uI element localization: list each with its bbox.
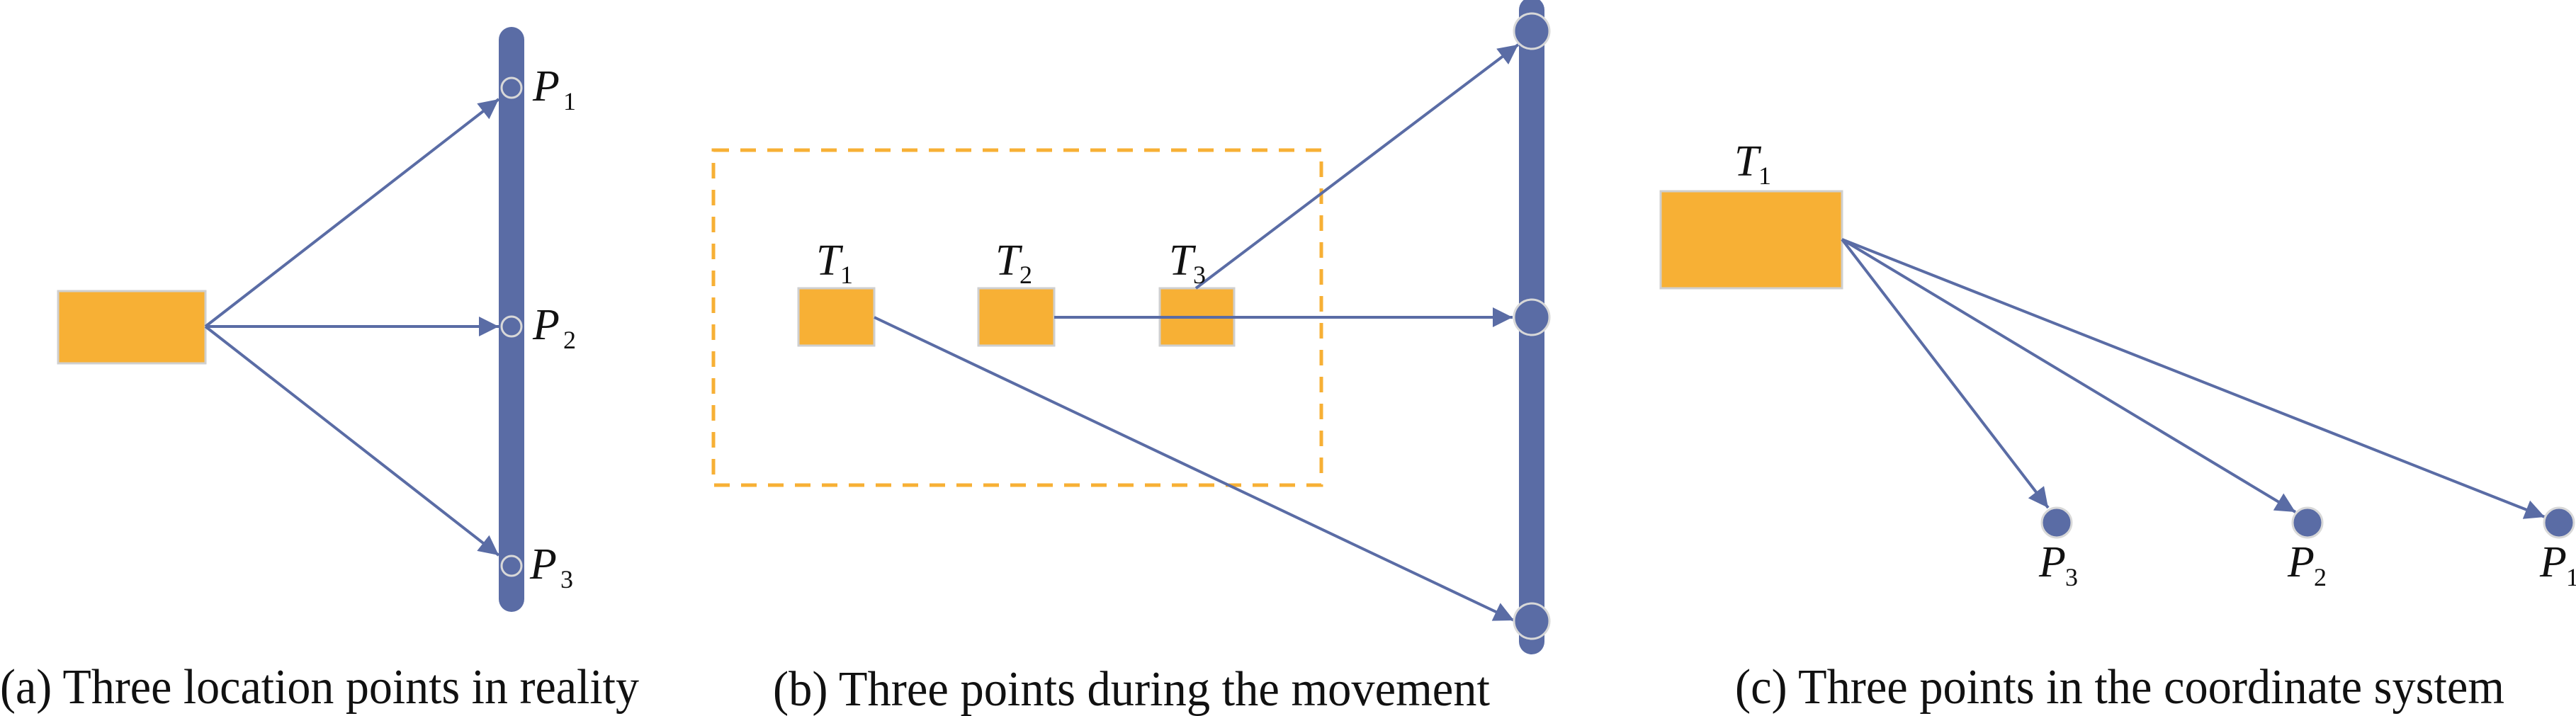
panel-b: T 1 T 2 T 3 (b) Three points during the … [711, 0, 1551, 716]
label-p3: P [2038, 538, 2066, 586]
label-p3: P [529, 540, 557, 589]
label-t1: T [1734, 137, 1762, 186]
label-p1: P [2539, 538, 2567, 586]
label-t2: T [995, 237, 1023, 285]
point-p1 [2543, 506, 2575, 539]
panel-c: T 1 P 3 P 2 P 1 (c) Three points in the … [1659, 137, 2576, 715]
point-p3 [500, 555, 523, 577]
label-t1-sub: 1 [840, 261, 853, 289]
target-box-t1 [797, 287, 876, 347]
point-bottom [1513, 602, 1551, 640]
label-p3-sub: 3 [560, 565, 573, 593]
label-p2: P [2287, 538, 2315, 586]
arrow-to-p3 [204, 325, 500, 557]
arrow-to-p2 [1841, 238, 2297, 513]
arrow-t1-to-bottom [874, 316, 1515, 622]
point-p2 [2291, 506, 2324, 539]
caption-a: (a) Three location points in reality [0, 660, 639, 715]
point-p2 [500, 315, 523, 338]
label-p2: P [532, 301, 560, 349]
label-t1-sub: 1 [1758, 161, 1771, 190]
panel-a: P 1 P 2 P 3 (a) Three location points in… [0, 27, 639, 715]
label-p1-sub: 1 [563, 87, 576, 115]
label-p2-sub: 2 [563, 326, 576, 354]
arrow-to-p3 [1841, 238, 2050, 509]
label-p3-sub: 3 [2065, 563, 2078, 591]
label-t3-sub: 3 [1193, 261, 1206, 289]
label-t3: T [1169, 237, 1197, 285]
label-t2-sub: 2 [1019, 261, 1032, 289]
label-p2-sub: 2 [2314, 563, 2327, 591]
target-box-t2 [977, 287, 1056, 347]
arrow-t3-to-top [1194, 43, 1520, 290]
point-top [1513, 12, 1551, 50]
target-box [57, 290, 207, 365]
label-p1-sub: 1 [2566, 563, 2576, 591]
caption-c: (c) Three points in the coordinate syste… [1735, 660, 2504, 715]
arrow-to-p1 [204, 98, 500, 328]
label-t1: T [816, 237, 844, 285]
point-middle [1513, 298, 1551, 336]
point-p3 [2040, 506, 2073, 539]
movement-region [711, 148, 1323, 487]
label-p1: P [532, 62, 560, 110]
point-p1 [500, 76, 523, 99]
caption-b: (b) Three points during the movement [773, 662, 1491, 716]
target-box-t1 [1659, 190, 1843, 290]
arrow-to-p1 [1841, 238, 2546, 519]
